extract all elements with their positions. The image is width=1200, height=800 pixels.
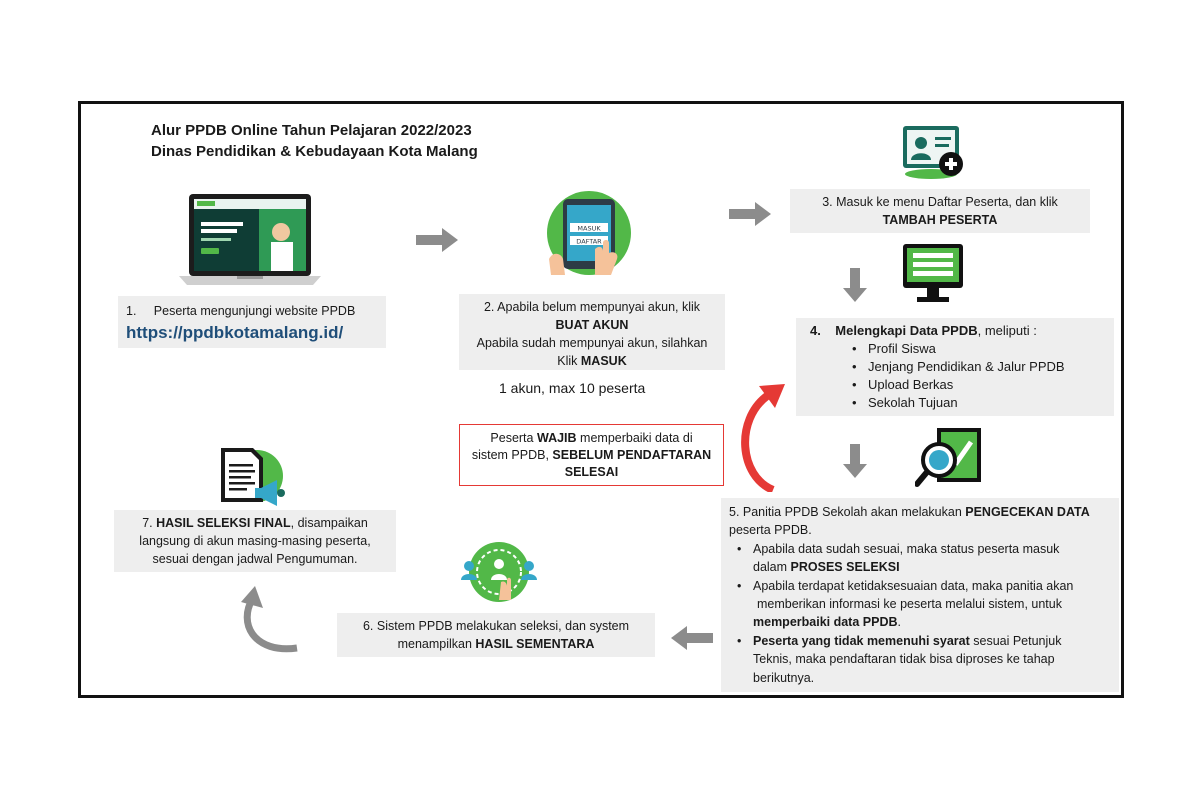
step-5-line-1: 5. Panitia PPDB Sekolah akan melakukan (729, 505, 966, 519)
hasil-seleksi-final-label: HASIL SELEKSI FINAL (156, 516, 291, 530)
list-item: Peserta yang tidak memenuhi syarat sesua… (729, 632, 1111, 687)
step-5-list: Apabila data sudah sesuai, maka status p… (729, 540, 1111, 687)
step-7-line-2: langsung di akun masing-masing peserta, (139, 534, 371, 548)
warning-line-2: sistem PPDB, (471, 448, 553, 462)
red-curved-arrow-icon (741, 384, 785, 492)
step-6-box: 6. Sistem PPDB melakukan seleksi, dan sy… (337, 613, 655, 657)
selesai-label: SELESAI (564, 465, 619, 479)
laptop-website-icon (179, 194, 321, 285)
monitor-form-icon (903, 244, 963, 302)
arrow-right-icon (416, 228, 458, 252)
step-3-box: 3. Masuk ke menu Daftar Peserta, dan kli… (790, 189, 1090, 233)
step-6-line-1: 6. Sistem PPDB melakukan seleksi, dan sy… (362, 619, 630, 633)
step-7-line-1: , disampaikan (290, 516, 368, 530)
title-line-1: Alur PPDB Online Tahun Pelajaran 2022/20… (151, 122, 472, 139)
step-1-text: 1. Peserta mengunjungi website PPDB (126, 304, 356, 318)
wajib-label: WAJIB (536, 431, 577, 445)
id-card-add-icon (903, 126, 963, 179)
hasil-sementara-label: HASIL SEMENTARA (475, 637, 595, 651)
arrow-left-icon (671, 626, 713, 650)
arrow-down-icon (843, 444, 867, 478)
step-6-line-2: menampilkan (397, 637, 476, 651)
step-2-line-2: Apabila sudah mempunyai akun, silahkan (476, 336, 708, 350)
bullet-2-line-2: memberikan informasi ke peserta melalui … (757, 597, 1062, 612)
tablet-login-icon: MASUK DAFTAR (547, 191, 631, 275)
warning-pre: Peserta (490, 431, 537, 445)
tablet-daftar-label: DAFTAR (576, 238, 602, 246)
account-note: 1 akun, max 10 peserta (499, 380, 646, 396)
list-item: Upload Berkas (844, 376, 1106, 394)
warning-box: Peserta WAJIB memperbaiki data di sistem… (459, 424, 724, 486)
sebelum-pendaftaran-label: SEBELUM PENDAFTARAN (552, 448, 712, 462)
step-1-box: 1. Peserta mengunjungi website PPDB http… (118, 296, 386, 348)
warning-mid: memperbaiki data di (576, 431, 693, 445)
list-item: Sekolah Tujuan (844, 394, 1106, 412)
step-5-line-2: peserta PPDB. (729, 523, 812, 538)
tablet-masuk-label: MASUK (577, 225, 601, 233)
bullet-2-line-1: Apabila terdapat ketidaksesuaian data, m… (753, 578, 1074, 593)
people-selection-icon (461, 542, 537, 602)
bullet-2-end: . (897, 615, 901, 630)
memperbaiki-data-label: memperbaiki data PPDB (753, 615, 898, 630)
proses-seleksi-label: PROSES SELEKSI (790, 560, 900, 575)
arrow-right-icon (729, 202, 771, 226)
step-4-box: 4. Melengkapi Data PPDB, meliputi : Prof… (796, 318, 1114, 416)
gray-curved-arrow-icon (241, 586, 298, 653)
step-4-rest: , meliputi : (977, 323, 1037, 338)
bullet-1-line-2: dalam (753, 560, 791, 575)
step-7-line-3: sesuai dengan jadwal Pengumuman. (152, 552, 358, 566)
step-2-line-3: Klik (557, 354, 581, 368)
diagram-frame: Alur PPDB Online Tahun Pelajaran 2022/20… (78, 101, 1124, 698)
step-2-line-1: 2. Apabila belum mempunyai akun, klik (483, 300, 701, 314)
bullet-3-line-2: Teknis, maka pendaftaran tidak bisa dipr… (753, 652, 1055, 667)
step-4-title: Melengkapi Data PPDB (835, 323, 978, 338)
arrow-down-icon (843, 268, 867, 302)
bullet-1-line-1: Apabila data sudah sesuai, maka status p… (753, 541, 1060, 556)
document-announcement-icon (221, 448, 285, 506)
step-3-line-1: 3. Masuk ke menu Daftar Peserta, dan kli… (822, 195, 1058, 209)
list-item: Apabila data sudah sesuai, maka status p… (729, 540, 1111, 577)
list-item: Profil Siswa (844, 340, 1106, 358)
title-line-2: Dinas Pendidikan & Kebudayaan Kota Malan… (151, 143, 478, 160)
list-item: Apabila terdapat ketidaksesuaian data, m… (729, 577, 1111, 632)
step-2-box: 2. Apabila belum mempunyai akun, klik BU… (459, 294, 725, 370)
masuk-label: MASUK (580, 354, 627, 368)
step-1-url[interactable]: https://ppdbkotamalang.id/ (126, 323, 344, 342)
pengecekan-data-label: PENGECEKAN DATA (965, 505, 1090, 519)
step-4-list: Profil Siswa Jenjang Pendidikan & Jalur … (804, 340, 1106, 412)
bullet-3-line-3: berikutnya. (753, 670, 815, 685)
step-5-box: 5. Panitia PPDB Sekolah akan melakukan P… (721, 498, 1119, 692)
page-title: Alur PPDB Online Tahun Pelajaran 2022/20… (151, 120, 478, 162)
step-7-box: 7. HASIL SELEKSI FINAL, disampaikan lang… (114, 510, 396, 572)
list-item: Jenjang Pendidikan & Jalur PPDB (844, 358, 1106, 376)
tidak-memenuhi-syarat-label: Peserta yang tidak memenuhi syarat (753, 633, 970, 648)
tambah-peserta-label: TAMBAH PESERTA (882, 213, 998, 227)
step-7-pre: 7. (142, 516, 157, 530)
bullet-3-line-1: sesuai Petunjuk (969, 633, 1062, 648)
buat-akun-label: BUAT AKUN (555, 318, 629, 332)
step-4-number: 4. (810, 323, 821, 338)
document-check-icon (915, 428, 981, 487)
